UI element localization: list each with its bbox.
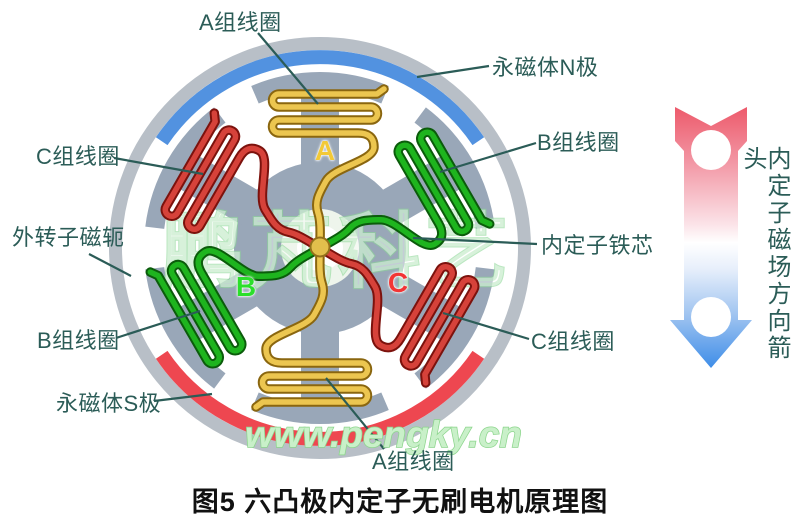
arrow-bottom-hole — [691, 297, 731, 337]
star-point-ball — [309, 236, 331, 258]
field-direction-arrow — [670, 107, 752, 368]
label-coil-b-right: B组线圈 — [537, 130, 620, 155]
arrow-top-hole — [691, 130, 731, 170]
label-coil-c-left: C组线圈 — [36, 144, 120, 169]
phase-letter-c: C — [387, 267, 409, 298]
label-coil-b-left: B组线圈 — [37, 328, 120, 353]
label-magnet-n: 永磁体N极 — [492, 55, 599, 80]
label-rotor-yoke: 外转子磁轭 — [12, 225, 125, 250]
watermark-url: www.pengky.cn — [245, 414, 522, 455]
label-coil-c-right: C组线圈 — [531, 329, 615, 354]
label-magnet-s: 永磁体S极 — [56, 391, 162, 416]
label-coil-a-top: A组线圈 — [199, 10, 282, 35]
rotor-yoke-ring — [109, 37, 531, 459]
field-arrow-label: 内定子磁场方向箭头 — [739, 146, 790, 362]
label-coil-a-bottom: A组线圈 — [372, 449, 455, 474]
phase-letter-a: A — [314, 135, 336, 166]
figure-caption: 图5 六凸极内定子无刷电机原理图 — [191, 487, 609, 517]
leader-lines — [88, 32, 538, 450]
phase-letter-b: B — [235, 271, 257, 302]
label-stator-core: 内定子铁芯 — [541, 233, 654, 258]
magnet-n-arc — [155, 50, 485, 146]
